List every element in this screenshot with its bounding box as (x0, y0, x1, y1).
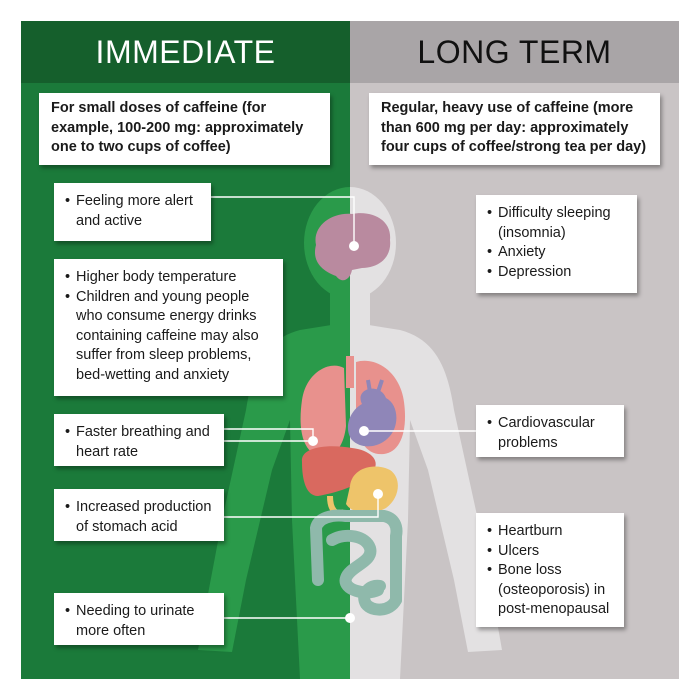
long-term-intro-text: Regular, heavy use of caffeine (more tha… (381, 100, 647, 156)
effect-box-alert: Feeling more alert and active (54, 183, 211, 241)
immediate-intro: For small doses of caffeine (for example… (39, 93, 330, 165)
effect-box-stomach-acid: Increased production of stomach acid (54, 489, 224, 541)
effect-box-temperature: Higher body temperature Children and you… (54, 259, 283, 396)
effect-item: Children and young people who consume en… (65, 288, 273, 386)
long-term-intro: Regular, heavy use of caffeine (more tha… (369, 93, 660, 165)
effect-item: Cardiovascular problems (487, 414, 614, 453)
effect-item: Needing to urinate more often (65, 602, 214, 641)
effect-item: Increased production of stomach acid (65, 498, 214, 537)
effect-item: Ulcers (487, 542, 614, 562)
effect-item: Difficulty sleeping (insomnia) (487, 204, 627, 243)
connector-dots (308, 241, 383, 623)
effect-item: Faster breathing and heart rate (65, 423, 214, 462)
immediate-title: IMMEDIATE (95, 34, 276, 70)
effect-item: Feeling more alert and active (65, 192, 201, 231)
effect-item: Higher body temperature (65, 268, 273, 288)
immediate-header-bar (21, 21, 350, 83)
long-term-header-bar (350, 21, 679, 83)
effect-item: Bone loss (osteoporosis) in post-menopau… (487, 561, 614, 620)
effect-box-sleep: Difficulty sleeping (insomnia) Anxiety D… (476, 195, 637, 293)
intestines (309, 509, 403, 616)
effect-item: Depression (487, 263, 627, 283)
effect-box-cardiovascular: Cardiovascular problems (476, 405, 624, 457)
effect-box-heartburn: Heartburn Ulcers Bone loss (osteoporosis… (476, 513, 624, 627)
connector-lines (210, 196, 476, 619)
effect-box-urinate: Needing to urinate more often (54, 593, 224, 645)
long-term-title: LONG TERM (417, 34, 612, 70)
liver (301, 446, 376, 496)
effect-item: Anxiety (487, 243, 627, 263)
effect-box-breathing: Faster breathing and heart rate (54, 414, 224, 466)
immediate-intro-text: For small doses of caffeine (for example… (51, 100, 304, 156)
effect-item: Heartburn (487, 522, 614, 542)
